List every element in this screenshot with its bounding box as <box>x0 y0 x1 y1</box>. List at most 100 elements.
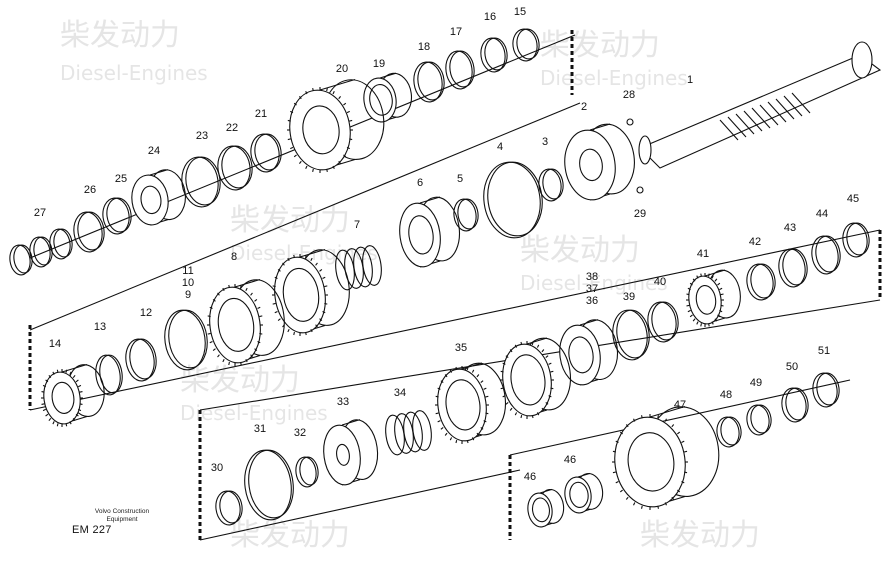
callout-38: 38 <box>586 271 598 283</box>
part-12 <box>125 338 155 382</box>
shaft-part-1 <box>638 41 882 169</box>
part-43-inner <box>782 248 808 286</box>
callout-27: 27 <box>34 207 46 219</box>
part-15-inner <box>516 28 540 60</box>
callout-31: 31 <box>254 423 266 435</box>
callout-49: 49 <box>750 377 762 389</box>
part-23-inner <box>185 156 221 206</box>
part-4 <box>483 161 541 239</box>
callout-25: 25 <box>115 173 127 185</box>
part-3 <box>538 168 562 202</box>
callout-37: 37 <box>586 283 598 295</box>
part-18 <box>413 61 443 103</box>
axis-lower <box>199 469 521 541</box>
callout-39: 39 <box>623 291 635 303</box>
part-41 <box>688 269 741 325</box>
callout-17: 17 <box>450 26 462 38</box>
callout-46-left: 46 <box>524 471 536 483</box>
part-16-inner <box>484 37 508 71</box>
part-19 <box>363 72 413 123</box>
part-49-inner <box>750 404 772 434</box>
callout-20: 20 <box>336 63 348 75</box>
axis-middle-top <box>29 229 881 411</box>
callout-40: 40 <box>654 276 666 288</box>
part-28 <box>626 118 634 126</box>
part-30 <box>215 490 241 526</box>
callout-3: 3 <box>542 136 548 148</box>
part-46 <box>527 488 565 528</box>
part-12-inner <box>129 338 157 380</box>
part-9-inner <box>168 309 208 369</box>
callout-47: 47 <box>674 399 686 411</box>
callout-11: 11 <box>182 265 193 277</box>
callout-46: 46 <box>564 454 576 466</box>
part-21 <box>250 133 280 173</box>
part-51-inner <box>816 372 840 406</box>
callout-36: 36 <box>586 295 598 307</box>
part-14-teeth <box>41 369 83 427</box>
callout-10: 10 <box>182 277 194 289</box>
callout-19: 19 <box>373 58 385 70</box>
part-22 <box>217 145 251 191</box>
part-8 <box>274 248 350 334</box>
watermark-cn-1: 柴发动力 <box>60 18 180 53</box>
part-42 <box>746 263 774 301</box>
part-33 <box>323 419 379 486</box>
part-45-inner <box>846 222 870 256</box>
part-23 <box>181 156 219 208</box>
part-22-inner <box>221 145 253 189</box>
part-15 <box>512 28 538 62</box>
callout-29: 29 <box>634 208 646 220</box>
callout-43: 43 <box>784 222 796 234</box>
footer-company: Volvo Construction <box>94 508 150 515</box>
part-35 <box>437 362 507 442</box>
callout-26: 26 <box>84 184 96 196</box>
callout-12: 12 <box>140 307 152 319</box>
watermark-cn-4: 柴发动力 <box>520 233 640 268</box>
parts-drawing <box>9 28 882 541</box>
callout-22: 22 <box>226 122 238 134</box>
part-44-inner <box>815 235 841 273</box>
callout-35: 35 <box>455 342 467 354</box>
callout-labels: 1234567891011121314151617181920212223242… <box>34 6 859 483</box>
part-25 <box>102 197 130 235</box>
callout-1: 1 <box>687 74 693 86</box>
part-40-inner <box>651 301 679 341</box>
part-39 <box>612 309 648 361</box>
part-50 <box>781 387 807 423</box>
callout-14: 14 <box>49 338 61 350</box>
part-49 <box>746 404 770 436</box>
callout-6: 6 <box>417 177 423 189</box>
callout-21: 21 <box>255 108 267 120</box>
callout-44: 44 <box>816 208 828 220</box>
part-27a-inner <box>13 244 33 274</box>
part-25-inner <box>106 197 132 233</box>
callout-50: 50 <box>786 361 798 373</box>
callout-42: 42 <box>749 236 761 248</box>
callout-24: 24 <box>148 145 160 157</box>
part-17-inner <box>449 50 475 88</box>
footer-code: EM 227 <box>72 524 112 536</box>
part-29 <box>636 186 644 194</box>
part-48-inner <box>720 416 742 446</box>
part-32-inner <box>299 456 319 486</box>
callout-8: 8 <box>231 251 237 263</box>
part-40 <box>647 301 677 343</box>
callout-18: 18 <box>418 41 430 53</box>
watermark-en-1: Diesel-Engines <box>60 61 208 85</box>
part-31-inner <box>248 449 294 519</box>
part-27c <box>49 228 71 260</box>
callout-9: 9 <box>185 289 191 301</box>
part-50-inner <box>785 387 809 421</box>
part-43 <box>778 248 806 288</box>
part-27a <box>9 244 31 276</box>
part-18-inner <box>417 61 445 101</box>
part-41-teeth <box>686 273 724 327</box>
part-2 <box>564 123 635 201</box>
part-17 <box>445 50 473 90</box>
part-4-inner <box>487 161 543 237</box>
axis-lowest-top <box>509 379 851 456</box>
watermark-en-2: Diesel-Engines <box>540 66 688 90</box>
